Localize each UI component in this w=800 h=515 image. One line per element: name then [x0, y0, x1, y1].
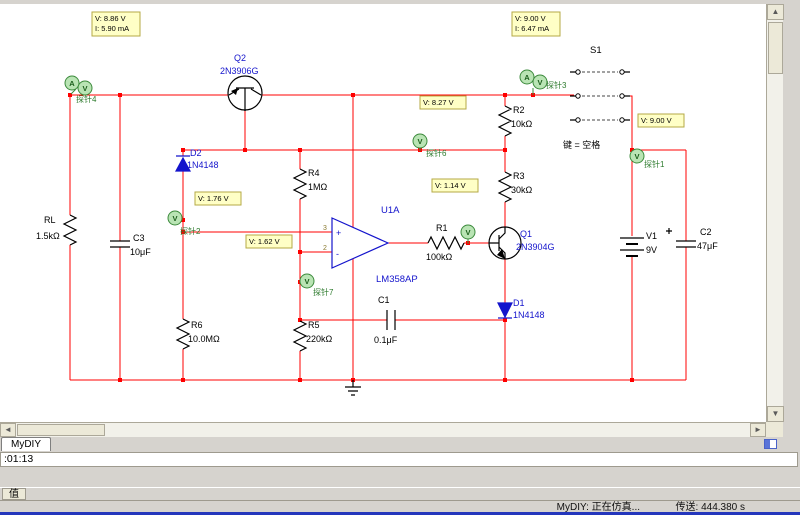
- s1-ref-label: S1: [590, 45, 602, 56]
- vertical-scrollbar[interactable]: ▲ ▼: [766, 4, 783, 422]
- probe1-name: 探针1: [644, 159, 665, 169]
- probe6-icon[interactable]: V: [413, 134, 427, 148]
- schematic-canvas[interactable]: + - 3 2 A V A V V V V V V: [0, 4, 766, 422]
- c2-value-label: 47μF: [697, 241, 718, 251]
- probe5-voltage: V: 1.14 V: [435, 181, 466, 190]
- r4-value-label: 1MΩ: [308, 182, 328, 192]
- tab-mydiy[interactable]: MyDIY: [1, 437, 51, 451]
- probe2-name: 探针2: [180, 226, 201, 236]
- probe3-name: 探针3: [546, 80, 567, 90]
- r6-value-label: 10.0MΩ: [188, 334, 220, 344]
- probe4-name: 探针4: [76, 94, 97, 104]
- v1-ref-label: V1: [646, 231, 657, 241]
- probe7-name: 探针7: [313, 287, 334, 297]
- c3-value-label: 10μF: [130, 247, 151, 257]
- voltage-probe-icon: V: [417, 137, 422, 146]
- scroll-right-button[interactable]: ►: [750, 423, 766, 437]
- probe4-voltage: V: 8.86 V: [95, 14, 126, 23]
- simulation-time-field: :01:13: [0, 452, 798, 467]
- tab-values[interactable]: 值: [2, 488, 26, 500]
- probe5-icon[interactable]: V: [461, 225, 475, 239]
- probe4-current: I: 5.90 mA: [95, 24, 129, 33]
- r3-value-label: 30kΩ: [511, 185, 533, 195]
- opamp-minus-sign: -: [336, 249, 339, 259]
- c1-ref-label: C1: [378, 295, 390, 305]
- probe1-icon[interactable]: V: [630, 149, 644, 163]
- r6-ref-label: R6: [191, 320, 203, 330]
- r5-value-label: 220kΩ: [306, 334, 333, 344]
- voltage-probe-icon: V: [304, 277, 309, 286]
- scroll-up-button[interactable]: ▲: [767, 4, 784, 20]
- d1-part-label: 1N4148: [513, 310, 545, 320]
- v1-value-label: 9V: [646, 245, 657, 255]
- probe1-readout[interactable]: V: 9.00 V: [638, 114, 684, 127]
- scrollbar-corner: [766, 422, 783, 437]
- status-bar: MyDIY: 正在仿真... 传送: 444.380 s: [0, 500, 800, 512]
- r1-value-label: 100kΩ: [426, 252, 453, 262]
- voltage-probe-icon: V: [82, 84, 87, 93]
- probe7-icon[interactable]: V: [300, 274, 314, 288]
- panel-toggle-icon[interactable]: [764, 439, 777, 449]
- scroll-left-button[interactable]: ◄: [0, 423, 16, 437]
- voltage-probe-icon: V: [172, 214, 177, 223]
- probe4-readout[interactable]: V: 8.86 V I: 5.90 mA: [92, 12, 140, 36]
- probe3-voltage: V: 9.00 V: [515, 14, 546, 23]
- probe6-readout[interactable]: V: 8.27 V: [420, 96, 466, 109]
- opamp-plus-sign: +: [336, 228, 341, 238]
- rl-ref-label: RL: [44, 215, 56, 225]
- s1-key-hint: 键 = 空格: [563, 139, 600, 150]
- r4-ref-label: R4: [308, 168, 320, 178]
- r5-ref-label: R5: [308, 320, 320, 330]
- probe3-readout[interactable]: V: 9.00 V I: 6.47 mA: [512, 12, 560, 36]
- horizontal-scroll-thumb[interactable]: [17, 424, 105, 436]
- q2-ref-label: Q2: [234, 53, 246, 63]
- probe2-readout[interactable]: V: 1.76 V: [195, 192, 241, 205]
- spreadsheet-tab-strip: 值: [0, 487, 800, 500]
- u1a-part-label: LM358AP: [376, 274, 418, 285]
- q1-part-label: 2N3904G: [516, 242, 555, 252]
- voltage-probe-icon: V: [465, 228, 470, 237]
- vertical-scroll-thumb[interactable]: [768, 22, 783, 74]
- probe2-icon[interactable]: V: [168, 211, 182, 225]
- c2-ref-label: C2: [700, 227, 712, 237]
- q2-part-label: 2N3906G: [220, 66, 259, 76]
- current-probe-icon: A: [69, 79, 75, 88]
- scroll-down-button[interactable]: ▼: [767, 406, 784, 422]
- probe7-voltage: V: 1.62 V: [249, 237, 280, 246]
- probe5-readout[interactable]: V: 1.14 V: [432, 179, 478, 192]
- sheet-tab-bar: MyDIY: [0, 437, 783, 452]
- probe3-current: I: 6.47 mA: [515, 24, 549, 33]
- probe6-name: 探针6: [426, 148, 447, 158]
- q1-ref-label: Q1: [520, 229, 532, 239]
- u1a-ref-label: U1A: [381, 205, 400, 216]
- probe7-readout[interactable]: V: 1.62 V: [246, 235, 292, 248]
- r3-ref-label: R3: [513, 171, 525, 181]
- c1-value-label: 0.1μF: [374, 335, 398, 345]
- rl-value-label: 1.5kΩ: [36, 231, 60, 241]
- d1-ref-label: D1: [513, 298, 525, 308]
- c3-ref-label: C3: [133, 233, 145, 243]
- simulation-time-value: :01:13: [4, 453, 33, 465]
- tab-mydiy-label: MyDIY: [11, 439, 41, 450]
- tab-values-label: 值: [9, 489, 19, 500]
- r2-ref-label: R2: [513, 105, 525, 115]
- probe6-voltage: V: 8.27 V: [423, 98, 454, 107]
- voltage-probe-icon: V: [634, 152, 639, 161]
- opamp-pin3-number: 3: [323, 225, 327, 232]
- voltage-probe-icon: V: [537, 78, 542, 87]
- probe2-voltage: V: 1.76 V: [198, 194, 229, 203]
- d2-part-label: 1N4148: [187, 160, 219, 170]
- opamp-pin2-number: 2: [323, 245, 327, 252]
- r1-ref-label: R1: [436, 223, 448, 233]
- d2-ref-label: D2: [190, 148, 202, 158]
- r2-value-label: 10kΩ: [511, 119, 533, 129]
- probe1-voltage: V: 9.00 V: [641, 116, 672, 125]
- horizontal-scrollbar[interactable]: ◄ ►: [0, 422, 766, 437]
- current-probe-icon: A: [524, 73, 530, 82]
